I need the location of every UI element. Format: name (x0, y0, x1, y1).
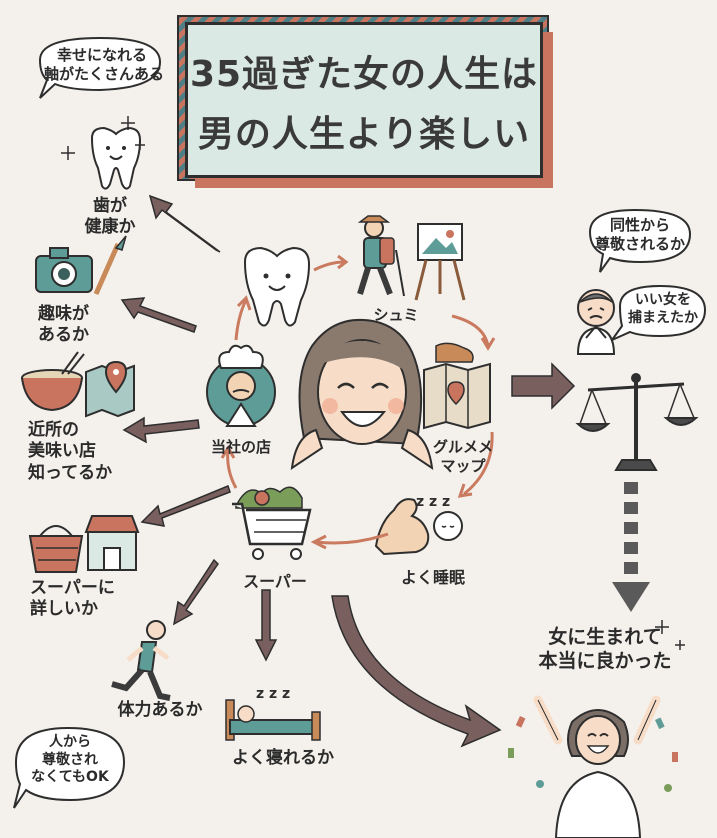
title-line-1: 35過ぎた女の人生は (189, 54, 539, 95)
label-cycle-super: スーパー (243, 572, 307, 591)
label-cycle-shop: 当社の店 (210, 438, 271, 456)
easel-icon (414, 223, 466, 301)
tooth-icon (90, 126, 142, 190)
label-teeth-line-2: 健康か (84, 217, 136, 238)
label-supermarket-line-2: 詳しいか (30, 599, 98, 620)
noodle-bowl-icon (21, 351, 85, 412)
label-restaurant-line-2: 美味い店 (28, 441, 96, 462)
bubble-respect-same-sex-text: 同性から 尊敬されるか (590, 216, 690, 254)
tooth-center-icon (243, 246, 311, 327)
outward-arrows (120, 194, 576, 662)
label-teeth-line-1: 歯が (93, 196, 127, 216)
bubble-good-partner-text: いい女を 捕まえたか (620, 292, 706, 327)
conclusion-line-2: 本当に良かった (538, 649, 672, 672)
bubble-respect-ok-text: 人から 尊敬され なくてもOK (16, 734, 124, 787)
label-hobby-line-2: あるか (38, 325, 89, 346)
conclusion-line-1: 女に生まれて (548, 626, 662, 648)
basket-icon (28, 525, 84, 573)
bubble-teeth-text: 幸せになれる 軸がたくさんある (44, 46, 165, 84)
dashed-arrow (612, 482, 650, 612)
label-stamina: 体力あるか (117, 700, 203, 720)
big-curved-arrow (331, 595, 502, 748)
runner-icon (111, 620, 171, 701)
label-restaurant-line-1: 近所の (28, 420, 79, 440)
label-restaurant-line-3: 知ってるか (28, 462, 113, 483)
bubble-teeth-line-1: 幸せになれる (56, 46, 147, 64)
bubble-ok-line-2: 尊敬され (42, 751, 98, 768)
bubble-teeth (38, 36, 162, 99)
label-hobby-line-1: 趣味が (38, 304, 89, 324)
label-hobby: 趣味が あるか (38, 304, 89, 347)
label-cycle-sleep: よく睡眠 (400, 568, 465, 587)
label-teeth: 歯が 健康か (70, 196, 150, 239)
confetti-icons (508, 716, 678, 792)
camera-icon (35, 247, 93, 293)
bubble-respect-same-sex (588, 208, 692, 273)
conclusion-text: 女に生まれて 本当に良かった (510, 626, 700, 674)
label-supermarket-line-1: スーパーに (30, 578, 115, 598)
title-box: 35過ぎた女の人生は 男の人生より楽しい (185, 22, 543, 178)
bubble-respect-ok (13, 726, 126, 809)
shopping-cart-icon (232, 486, 312, 560)
muscle-sleep-icon: z z z (374, 494, 463, 556)
label-cycle-hobby: シュミ (373, 306, 419, 324)
label-cycle-gourmet: グルメメ マップ (418, 438, 508, 476)
happy-woman-icon (290, 318, 434, 471)
bubble-ok-line-1: 人から (49, 734, 91, 750)
balance-scale-icon (575, 373, 699, 471)
bubble-good-partner (609, 284, 707, 343)
label-supermarket: スーパーに 詳しいか (30, 578, 115, 621)
bubble-respect-line-2: 尊敬されるか (594, 234, 685, 253)
label-gourmet-line-2: マップ (440, 456, 486, 475)
bed-icon: z z z (225, 686, 321, 741)
svg-text:z z z: z z z (256, 686, 290, 702)
svg-text:z z z: z z z (416, 494, 450, 510)
sparkle-icons (61, 116, 685, 650)
bubble-ok-line-3: なくてもOK (31, 769, 109, 785)
hiker-icon (357, 215, 405, 297)
store-icon (84, 515, 140, 571)
paintbrush-icon (93, 235, 127, 296)
chef-icon (206, 344, 276, 427)
map-pin-icon (85, 360, 135, 418)
bubble-teeth-line-2: 軸がたくさんある (44, 64, 165, 83)
cheering-woman-icon (533, 695, 661, 838)
bubble-respect-line-1: 同性から (609, 216, 670, 234)
label-good-sleep: よく寝れるか (232, 748, 334, 768)
bubble-partner-line-1: いい女を (635, 292, 691, 308)
label-gourmet-line-1: グルメメ (432, 438, 493, 456)
title-line-2: 男の人生より楽しい (197, 114, 531, 155)
worried-man-icon (576, 289, 616, 355)
bubble-partner-line-2: 捕まえたか (628, 309, 698, 326)
cycle-arrows (220, 254, 496, 550)
label-restaurant: 近所の 美味い店 知ってるか (28, 420, 112, 484)
gourmet-map-icon (423, 342, 491, 430)
